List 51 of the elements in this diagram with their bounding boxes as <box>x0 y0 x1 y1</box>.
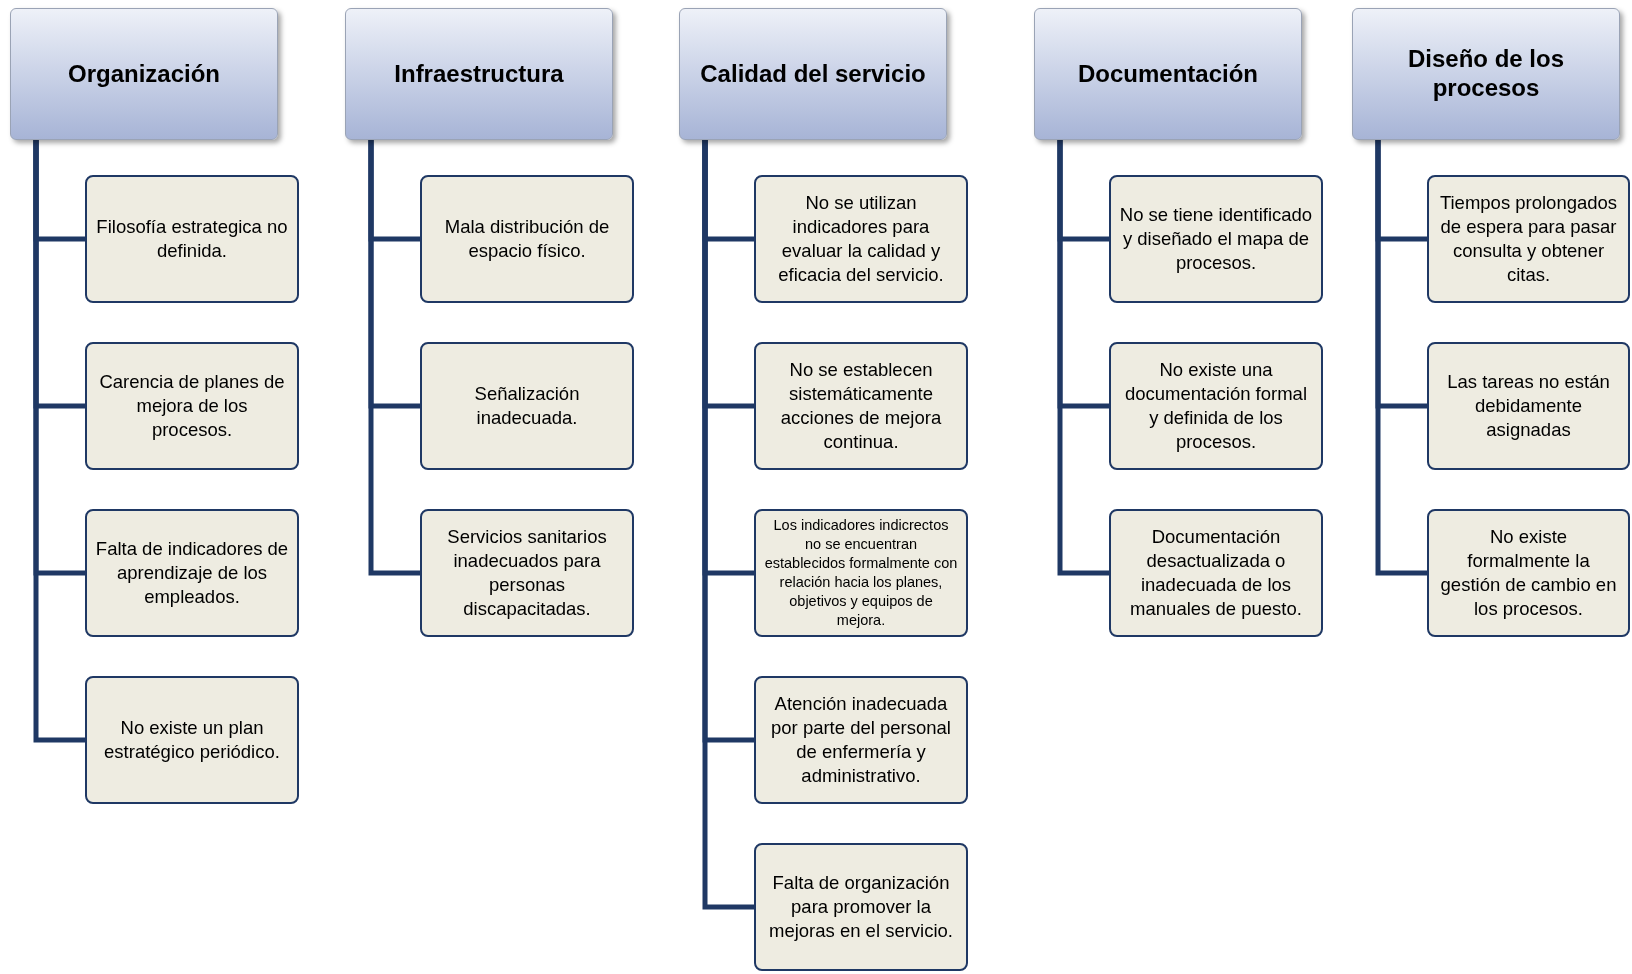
cause-text: Filosofía estrategica no definida. <box>95 214 289 263</box>
category-header-box <box>10 8 278 140</box>
cause-box <box>1427 342 1630 470</box>
cause-text: No se establecen sistemáticamente acciones de mejora continua. <box>779 357 943 455</box>
cause-box <box>1427 175 1630 303</box>
cause-text: Falta de organización para promover la mejoras en el servicio. <box>767 870 954 943</box>
cause-text: Falta de indicadores de aprendizaje de los empleados. <box>95 536 289 609</box>
category-title: Organización <box>68 59 220 89</box>
cause-text: Las tareas no están debidamente asignadas <box>1446 369 1611 442</box>
connector-line <box>1057 140 1109 576</box>
cause-box <box>85 509 299 637</box>
cause-text: Los indicadores indicrectos no se encuentran establecidos formalmente con relación hacia los planes, objetivos y equipos de mejora. <box>764 516 958 630</box>
cause-text: No existe formalmente la gestión de cambio en los procesos. <box>1439 524 1618 622</box>
connector-line <box>368 140 420 576</box>
cause-text: No se tiene identificado y diseñado el mapa de procesos. <box>1119 202 1313 275</box>
category-header-box <box>679 8 947 140</box>
cause-text: Servicios sanitarios inadecuados para personas discapacitadas. <box>446 524 608 622</box>
category-header-box <box>345 8 613 140</box>
cause-text: No existe un plan estratégico periódico. <box>103 715 281 764</box>
cause-box <box>85 676 299 804</box>
cause-text: Mala distribución de espacio físico. <box>443 214 611 263</box>
connector-line <box>33 140 85 743</box>
cause-box <box>1109 175 1323 303</box>
cause-box <box>85 175 299 303</box>
cause-box <box>1427 509 1630 637</box>
cause-box <box>754 843 968 971</box>
cause-box <box>420 342 634 470</box>
connector-line <box>702 140 754 910</box>
connector-line <box>1375 140 1427 576</box>
cause-text: Señalización inadecuada. <box>473 381 581 430</box>
cause-box <box>754 175 968 303</box>
cause-text: Tiempos prolongados de espera para pasar consulta y obtener citas. <box>1438 190 1619 288</box>
cause-box <box>1109 342 1323 470</box>
category-header-box <box>1034 8 1302 140</box>
cause-box <box>754 509 968 637</box>
cause-box <box>85 342 299 470</box>
category-title: Calidad del servicio <box>700 59 926 89</box>
cause-box <box>754 676 968 804</box>
cause-text: Carencia de planes de mejora de los procesos. <box>98 369 286 442</box>
category-title: Diseño de los procesos <box>1406 45 1565 103</box>
category-title: Documentación <box>1078 59 1258 89</box>
cause-box <box>754 342 968 470</box>
cause-box <box>1109 509 1323 637</box>
cause-text: Atención inadecuada por parte del personal de enfermería y administrativo. <box>770 691 952 789</box>
cause-box <box>420 175 634 303</box>
cause-text: No se utilizan indicadores para evaluar la calidad y eficacia del servicio. <box>777 190 945 288</box>
cause-box <box>420 509 634 637</box>
cause-text: Documentación desactualizada o inadecuada de los manuales de puesto. <box>1129 524 1303 622</box>
category-title: Infraestructura <box>394 59 564 89</box>
cause-text: No existe una documentación formal y definida de los procesos. <box>1124 357 1308 455</box>
category-header-box <box>1352 8 1620 140</box>
